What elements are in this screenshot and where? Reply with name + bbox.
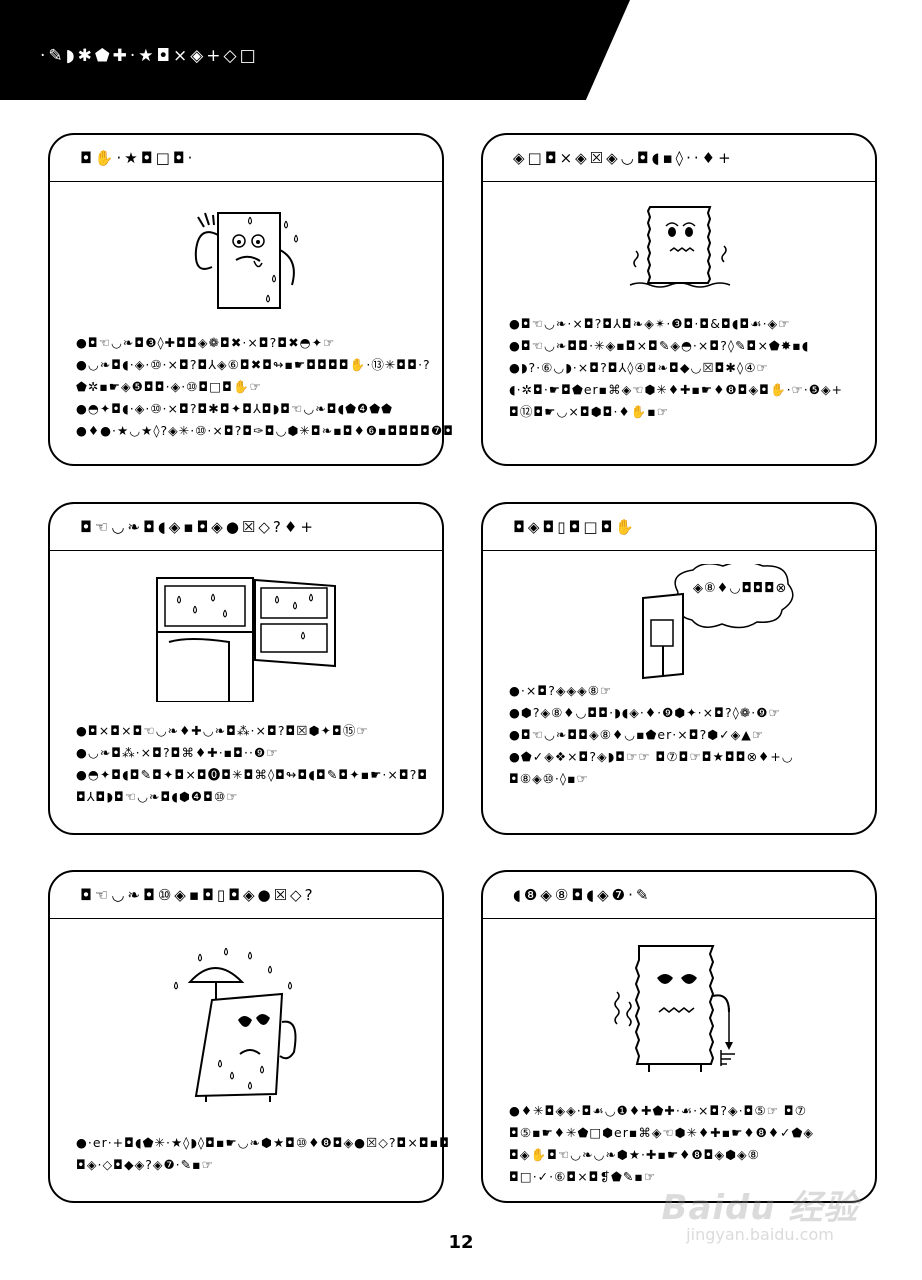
panel-sweating-fridge: ◘✋·★◘□◘· ●◘☜◡❧◘❸◊✚◘◘◈❁◘✖·×◘?◘✖◓✦☞ ●◡❧◘◖·… (48, 133, 453, 466)
open-fridge-illustration (156, 577, 336, 702)
bullet-item: ●◘☜◡❧◘◘·✳◈▪◘×◘✎◈◓·×◘?◊✎◘×⬟✸▪◖ (509, 338, 810, 353)
bullet-item: ●◘☜◡❧·×◘?◘⅄◘❧◈✴·❸◘·◘&◘◖◘☙·◈☞ (509, 316, 791, 331)
divider (483, 918, 875, 919)
bullet-item: ●·er·+◘◖⬟✳·★◊◗◊◘▪☛◡❧⬢★◘⑩♦❽◘◈●☒◇?◘×◘▪◘ (76, 1135, 451, 1150)
divider (483, 181, 875, 182)
thought-bubble-text: ◈⑧♦◡◘◘◘⊗ (693, 581, 788, 596)
panel-title: ◖❽◈⑧◘◖◈❼·✎ (513, 886, 652, 904)
bullet-item: ●◘☜◡❧◘❸◊✚◘◘◈❁◘✖·×◘?◘✖◓✦☞ (76, 335, 336, 350)
bullet-list: ●◘☜◡❧·×◘?◘⅄◘❧◈✴·❸◘·◘&◘◖◘☙·◈☞ ●◘☜◡❧◘◘·✳◈▪… (509, 313, 843, 423)
page-number: 12 (448, 1232, 474, 1253)
divider (50, 550, 442, 551)
header-bar (0, 0, 630, 100)
bullet-item: ●◘☜◡❧◘◘◈⑧♦◡▪⬟er·×◘?⬢✓◈▲☞ (509, 727, 765, 742)
bullet-list: ●♦✳◘◈◈·◘☙◡❶♦✚⬟✚·☙·×◘?◈·◘⑤☞ ◘⑦ ◘⑤▪☛♦✳⬟□⬢e… (509, 1100, 814, 1188)
bullet-item: ●♦●·★◡★◊?◈✳·⑩·×◘?◘✑◘◡⬢✳◘❧▪◘♦❻▪◘◘◘◘❼◘ (76, 423, 455, 438)
divider (50, 181, 442, 182)
panel-title: ◈□◘×◈☒◈◡◘◖▪◊··♦+ (513, 149, 734, 167)
bullet-item: ⬟✲▪☛◈❺◘◘·◈·⑩◘□◘✋☞ (76, 379, 262, 394)
divider (483, 550, 875, 551)
bullet-item: ◘⑧◈⑩·◊▪☞ (509, 771, 589, 786)
sweating-fridge-illustration (194, 212, 298, 309)
panel-title: ◘✋·★◘□◘· (80, 149, 196, 167)
bullet-item: ●♦✳◘◈◈·◘☙◡❶♦✚⬟✚·☙·×◘?◈·◘⑤☞ ◘⑦ (509, 1103, 808, 1118)
bullet-item: ●◡❧◘◖·◈·⑩·×◘?◘⅄◈⑥◘✖◘↬▪☛◘◘◘◘✋·⑬✳◘◘·? (76, 357, 431, 372)
bullet-item: ◘⅄◘◗◘☜◡❧◘◖⬢❹◘⑩☞ (76, 789, 239, 804)
bullet-item: ◘◈·◇◘◆◈?◈❼·✎▪☞ (76, 1157, 214, 1172)
bullet-item: ◘⑤▪☛♦✳⬟□⬢er▪⌘◈☜⬢✳♦✚▪☛♦❽♦✓⬟◈ (509, 1125, 814, 1140)
panel-title: ◘◈◘▯◘□◘✋ (513, 518, 638, 536)
panel-vibrating-fridge: ◈□◘×◈☒◈◡◘◖▪◊··♦+ ●◘☜◡❧·×◘?◘⅄◘❧◈✴·❸◘·◘&◘◖… (481, 133, 877, 466)
bullet-item: ●⬟✓◈❖×◘?◈◗◘☞☞ ◘⑦◘☞◘★◘◘⊗♦+◡ (509, 749, 794, 764)
bullet-list: ●·er·+◘◖⬟✳·★◊◗◊◘▪☛◡❧⬢★◘⑩♦❽◘◈●☒◇?◘×◘▪◘ ◘◈… (76, 1132, 450, 1176)
bullet-item: ●◡❧◘⁂·×◘?◘⌘♦✚·▪◘··❾☞ (76, 745, 279, 760)
panel-title: ◘☜◡❧◘◖◈▪◘◈●☒◇?♦+ (80, 518, 316, 536)
bullet-item: ●◓✦◘◖◘✎◘✦◘×◘⓿◘✳◘⌘◊◘↬◘◖◘✎◘✦▪☛·×◘?◘ (76, 767, 429, 782)
bullet-item: ◖·✲◘·☛◘⬟er▪⌘◈☜⬢✳♦✚▪☛♦❽◘◈◘✋·☞·❺◈+ (509, 382, 844, 397)
bullet-list: ●·×◘?◈◈◈⑧☞ ●⬢?◈⑧♦◡◘◘·◗◖◈·♦·❾⬢✦·×◘?◊❁·❾☞ … (509, 680, 794, 790)
shocked-fridge-illustration (614, 945, 735, 1072)
panel-grounding: ◖❽◈⑧◘◖◈❼·✎ ●♦✳◘◈◈·◘☙◡❶♦✚⬟✚·☙·×◘?◈·◘⑤☞ ◘⑦… (481, 870, 877, 1203)
panel-open-fridge-condensation: ◘☜◡❧◘◖◈▪◘◈●☒◇?♦+ ●◘×◘×◘☜◡❧♦✚◡❧◘⁂·×◘?◘☒⬢✦… (48, 502, 444, 835)
bullet-item: ●◓✦◘◖·◈·⑩·×◘?◘✱◘✦◘⅄◘◗◘☜◡❧◘◖⬟❹⬟⬟ (76, 401, 393, 416)
bullet-item: ●·×◘?◈◈◈⑧☞ (509, 683, 613, 698)
panel-power-plug: ◘◈◘▯◘□◘✋ ◈⑧♦◡◘◘◘⊗ ●·×◘?◈◈◈⑧☞ ●⬢?◈⑧♦◡◘◘·◗… (481, 502, 877, 835)
page-header-title: ·✎◗✱⬟✚·★◘×◈+◇□ (40, 46, 259, 66)
bullet-item: ◘⑫◘☛◡×◘⬢◘·♦✋▪☞ (509, 404, 669, 419)
watermark: Baidu 经验 jingyan.baidu.com (640, 1180, 880, 1244)
vibrating-fridge-illustration (629, 206, 731, 288)
bullet-item: ●◘×◘×◘☜◡❧♦✚◡❧◘⁂·×◘?◘☒⬢✦◘⑮☞ (76, 723, 369, 738)
watermark-url: jingyan.baidu.com (686, 1225, 834, 1244)
bullet-item: ●⬢?◈⑧♦◡◘◘·◗◖◈·♦·❾⬢✦·×◘?◊❁·❾☞ (509, 705, 781, 720)
umbrella-fridge-illustration (174, 947, 297, 1102)
bullet-item: ●◗?·⑥◡◗·×◘?◘⅄◊④◘❧◘◆◡☒◘✱◊④☞ (509, 360, 769, 375)
bullet-list: ●◘×◘×◘☜◡❧♦✚◡❧◘⁂·×◘?◘☒⬢✦◘⑮☞ ●◡❧◘⁂·×◘?◘⌘♦✚… (76, 720, 428, 808)
divider (50, 918, 442, 919)
watermark-logo: Baidu 经验 (661, 1188, 859, 1228)
bullet-list: ●◘☜◡❧◘❸◊✚◘◘◈❁◘✖·×◘?◘✖◓✦☞ ●◡❧◘◖·◈·⑩·×◘?◘⅄… (76, 332, 454, 442)
bullet-item: ◘◈✋◘☜◡❧◡❧⬢★·✚▪☛♦❽◘◈⬢◈⑧ (509, 1147, 760, 1162)
panel-title: ◘☜◡❧◘⑩◈▪◘▯◘◈●☒◇? (80, 886, 316, 904)
wall-outlet-illustration (642, 564, 794, 680)
bullet-item: ◘□·✓·⑥◘×◘❡⬟✎▪☞ (509, 1169, 657, 1184)
panel-fridge-in-rain: ◘☜◡❧◘⑩◈▪◘▯◘◈●☒◇? ●·er·+◘◖⬟✳·★◊◗◊◘▪☛◡❧⬢★◘… (48, 870, 449, 1203)
